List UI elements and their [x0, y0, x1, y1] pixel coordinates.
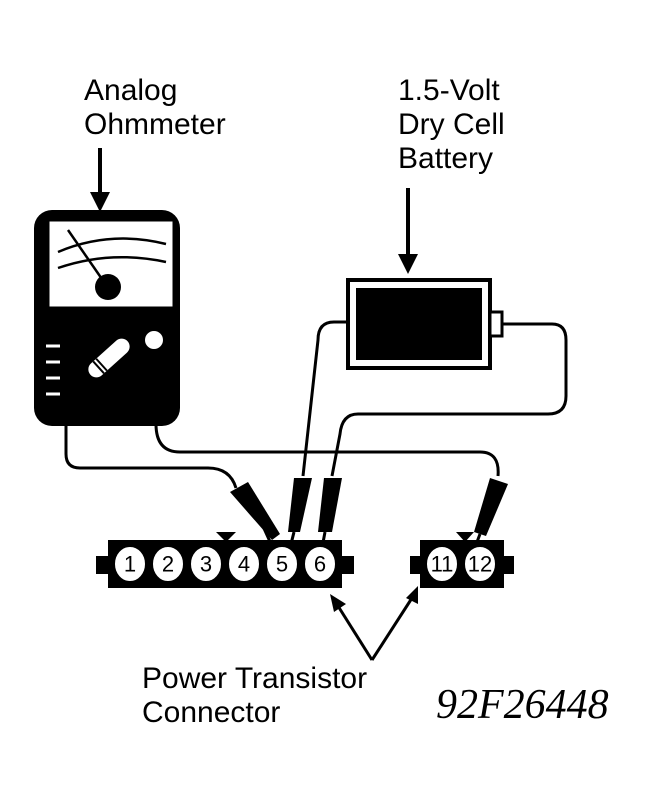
ohmmeter-label-line2: Ohmmeter	[84, 108, 226, 141]
battery-lead-positive	[330, 322, 568, 477]
connector-pin-number: 11	[431, 552, 454, 577]
battery-lead-negative	[301, 320, 348, 477]
battery-pointer-arrow	[398, 188, 418, 274]
battery-label-line3: Battery	[398, 142, 493, 175]
connector-callout-arrows	[330, 586, 418, 661]
connector-pin: 5	[265, 545, 299, 583]
meter-needle	[66, 229, 106, 283]
connector-pin: 12	[463, 545, 497, 583]
meter-selector-knob	[86, 336, 132, 380]
meter-scale-arc-lower	[57, 255, 167, 270]
connector-pin-number: 6	[314, 552, 326, 577]
ohmmeter-pointer-arrow	[90, 148, 110, 212]
connector-pin-number: 4	[238, 552, 250, 577]
ohmmeter-lead-b	[154, 423, 500, 477]
connector-pin-number: 5	[276, 552, 288, 577]
battery-label-line2: Dry Cell	[398, 108, 505, 141]
connector-pin: 2	[151, 545, 185, 583]
battery-positive-terminal	[488, 310, 504, 338]
connector-label-line2: Connector	[142, 696, 280, 729]
connector-pin-number: 12	[468, 552, 492, 577]
dry-cell-battery	[346, 278, 504, 370]
connector-pin-number: 1	[124, 552, 136, 577]
power-transistor-connector-right: 11 12	[410, 532, 514, 588]
connector-pin-number: 2	[162, 552, 174, 577]
connector-pin-number: 3	[200, 552, 212, 577]
probe-ohmmeter-b	[472, 478, 508, 551]
connector-pin: 11	[425, 545, 459, 583]
connector-pin: 3	[189, 545, 223, 583]
ohmmeter-lead-a	[64, 424, 238, 489]
power-transistor-connector-left: 1 2 3 4 5 6	[96, 532, 354, 588]
probe-ohmmeter-a	[230, 482, 280, 547]
connector-pin: 6	[303, 545, 337, 583]
analog-ohmmeter	[34, 210, 180, 426]
connector-label-line1: Power Transistor	[142, 662, 367, 695]
meter-scale-arc-upper	[57, 237, 167, 254]
ohmmeter-label-line1: Analog	[84, 74, 177, 107]
test-leads	[64, 320, 568, 489]
connector-pin: 4	[227, 545, 261, 583]
figure-id: 92F26448	[436, 682, 609, 728]
meter-zero-adjust	[143, 329, 165, 351]
meter-pivot	[95, 274, 121, 300]
probe-battery-negative	[288, 478, 312, 549]
battery-label-line1: 1.5-Volt	[398, 74, 500, 107]
connector-pin: 1	[113, 545, 147, 583]
probe-battery-positive	[318, 478, 342, 549]
